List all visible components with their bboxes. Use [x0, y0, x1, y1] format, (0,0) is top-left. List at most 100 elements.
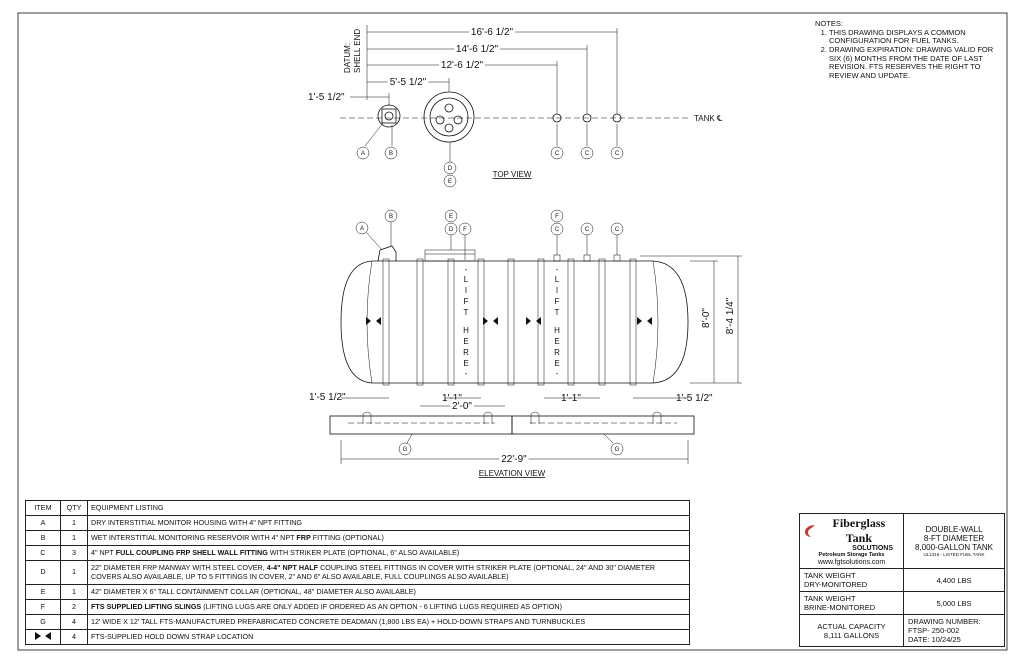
row-qty: 1	[60, 515, 88, 531]
svg-text:C: C	[585, 151, 590, 157]
notes-block: NOTES: THIS DRAWING DISPLAYS A COMMON CO…	[815, 19, 1000, 80]
table-row: D 1 22" DIAMETER FRP MANWAY WITH STEEL C…	[25, 560, 690, 585]
svg-text:C: C	[615, 151, 620, 157]
weight-brine-value: 5,000 LBS	[903, 591, 1005, 615]
bubble-f1-elev: F	[458, 222, 472, 236]
svg-text:G: G	[615, 447, 620, 453]
company-name: Fiberglass Tank	[832, 516, 886, 545]
company-tagline: Petroleum Storage Tanks	[818, 552, 885, 558]
fitting-a-outer	[377, 104, 401, 128]
fitting-a-housing	[381, 108, 397, 124]
row-qty: 1	[60, 560, 88, 585]
anchor-3	[530, 411, 540, 424]
bubble-e-top: E	[443, 174, 457, 188]
svg-text:D: D	[448, 166, 453, 172]
header-item: ITEM	[25, 500, 61, 516]
strap-symbol-1	[366, 317, 381, 325]
anchor-4	[652, 411, 662, 424]
row-item: A	[25, 515, 61, 531]
notes-heading: NOTES:	[815, 19, 843, 28]
tank-end-right	[652, 260, 659, 384]
dim-mid-c: 1'-1"	[561, 393, 581, 404]
bubble-c1-top: C	[550, 146, 564, 160]
lift-here-left: - L I F T H E R E -	[463, 265, 469, 378]
table-row: E 1 42" DIAMETER X 6" TALL CONTAINMENT C…	[25, 584, 690, 600]
bubble-b-top: B	[384, 146, 398, 160]
bubble-d-elev: D	[444, 222, 458, 236]
row-item: C	[25, 545, 61, 561]
lift-here-right: - L I F T H E R E -	[554, 265, 560, 378]
tank-description: DOUBLE-WALL 8-FT DIAMETER 8,000-GALLON T…	[903, 513, 1005, 569]
svg-text:R: R	[554, 348, 560, 357]
manway-fitting-3	[453, 115, 463, 125]
row-qty: 1	[60, 584, 88, 600]
drawing-number-label: DRAWING NUMBER:	[908, 617, 981, 626]
svg-text:B: B	[389, 151, 393, 157]
table-row: F 2 FTS SUPPLIED LIFTING SLINGS (LIFTING…	[25, 599, 690, 615]
strap-symbol-4	[637, 317, 652, 325]
row-item: D	[25, 560, 61, 585]
manway-fitting-1	[444, 103, 454, 113]
strap-location-icon	[35, 631, 51, 640]
bubble-f2-elev: F	[550, 209, 564, 223]
bubble-b-elev: B	[384, 209, 398, 223]
tank-cl-label: TANK ℄	[694, 114, 723, 123]
capacity-label: ACTUAL CAPACITY	[817, 621, 886, 631]
table-row: B 1 WET INTERSTITIAL MONITORING RESERVOI…	[25, 530, 690, 546]
svg-text:F: F	[464, 297, 469, 306]
company-sub: SOLUTIONS	[852, 545, 893, 552]
bubble-c2-elev: C	[580, 222, 594, 236]
row-desc: WET INTERSTITIAL MONITORING RESERVOIR WI…	[87, 530, 690, 546]
svg-text:-: -	[556, 369, 559, 378]
row-qty: 4	[60, 629, 88, 645]
fitting-c3-elev	[613, 254, 621, 262]
tank-ribs	[382, 258, 637, 386]
row-qty: 2	[60, 599, 88, 615]
row-qty: 4	[60, 614, 88, 630]
bubble-d-top: D	[443, 161, 457, 175]
svg-text:R: R	[463, 348, 469, 357]
leader-a-elev	[365, 231, 383, 251]
svg-text:E: E	[463, 337, 468, 346]
drawing-number: FTSP- 250-002	[908, 626, 960, 635]
desc-line-3: 8,000-GALLON TANK	[915, 543, 993, 552]
top-view-label: TOP VIEW	[493, 170, 532, 179]
svg-text:-: -	[465, 265, 468, 274]
row-item: B	[25, 530, 61, 546]
bubble-a-elev: A	[355, 221, 369, 235]
leader-g1	[406, 433, 413, 444]
fitting-c1-elev	[553, 254, 561, 262]
svg-text:A: A	[361, 151, 365, 157]
dim-right-end: 1'-5 1/2"	[676, 393, 713, 404]
strap-location-symbol	[25, 629, 61, 645]
desc-line-1: DOUBLE-WALL	[925, 525, 983, 534]
bubble-c2-top: C	[580, 146, 594, 160]
bubble-c1-elev: C	[550, 222, 564, 236]
svg-text:E: E	[449, 214, 453, 220]
svg-text:L: L	[555, 275, 560, 284]
svg-text:I: I	[556, 286, 558, 295]
row-desc: FTS SUPPLIED LIFTING SLINGS (LIFTING LUG…	[87, 599, 690, 615]
leader-a-top	[364, 122, 384, 147]
svg-text:C: C	[615, 227, 620, 233]
datum-label-2: SHELL END	[353, 29, 362, 73]
dim-mid-b: 2'-0"	[452, 401, 472, 412]
dim-5-5: 5'-5 1/2"	[390, 77, 427, 88]
svg-text:E: E	[554, 337, 559, 346]
row-qty: 1	[60, 530, 88, 546]
dim-left-end: 1'-5 1/2"	[309, 392, 346, 403]
elevation-view: A B E D F F C C C - L I F T H E R E - - …	[309, 209, 742, 478]
capacity-value: 8,111 GALLONS	[823, 630, 880, 640]
bubble-g2-elev: G	[610, 442, 624, 456]
strap-symbol-3	[526, 317, 541, 325]
table-row: C 3 4" NPT FULL COUPLING FRP SHELL WALL …	[25, 545, 690, 561]
equipment-table: ITEM QTY EQUIPMENT LISTING A 1 DRY INTER…	[25, 500, 690, 645]
datum-label-1: DATUM:	[343, 43, 352, 73]
top-view: DATUM: SHELL END 16'-6 1/2" 14'-6 1/2" 1…	[308, 25, 723, 188]
svg-text:D: D	[449, 227, 454, 233]
sheet-border	[17, 12, 1008, 651]
manway-fitting-4	[444, 123, 454, 133]
